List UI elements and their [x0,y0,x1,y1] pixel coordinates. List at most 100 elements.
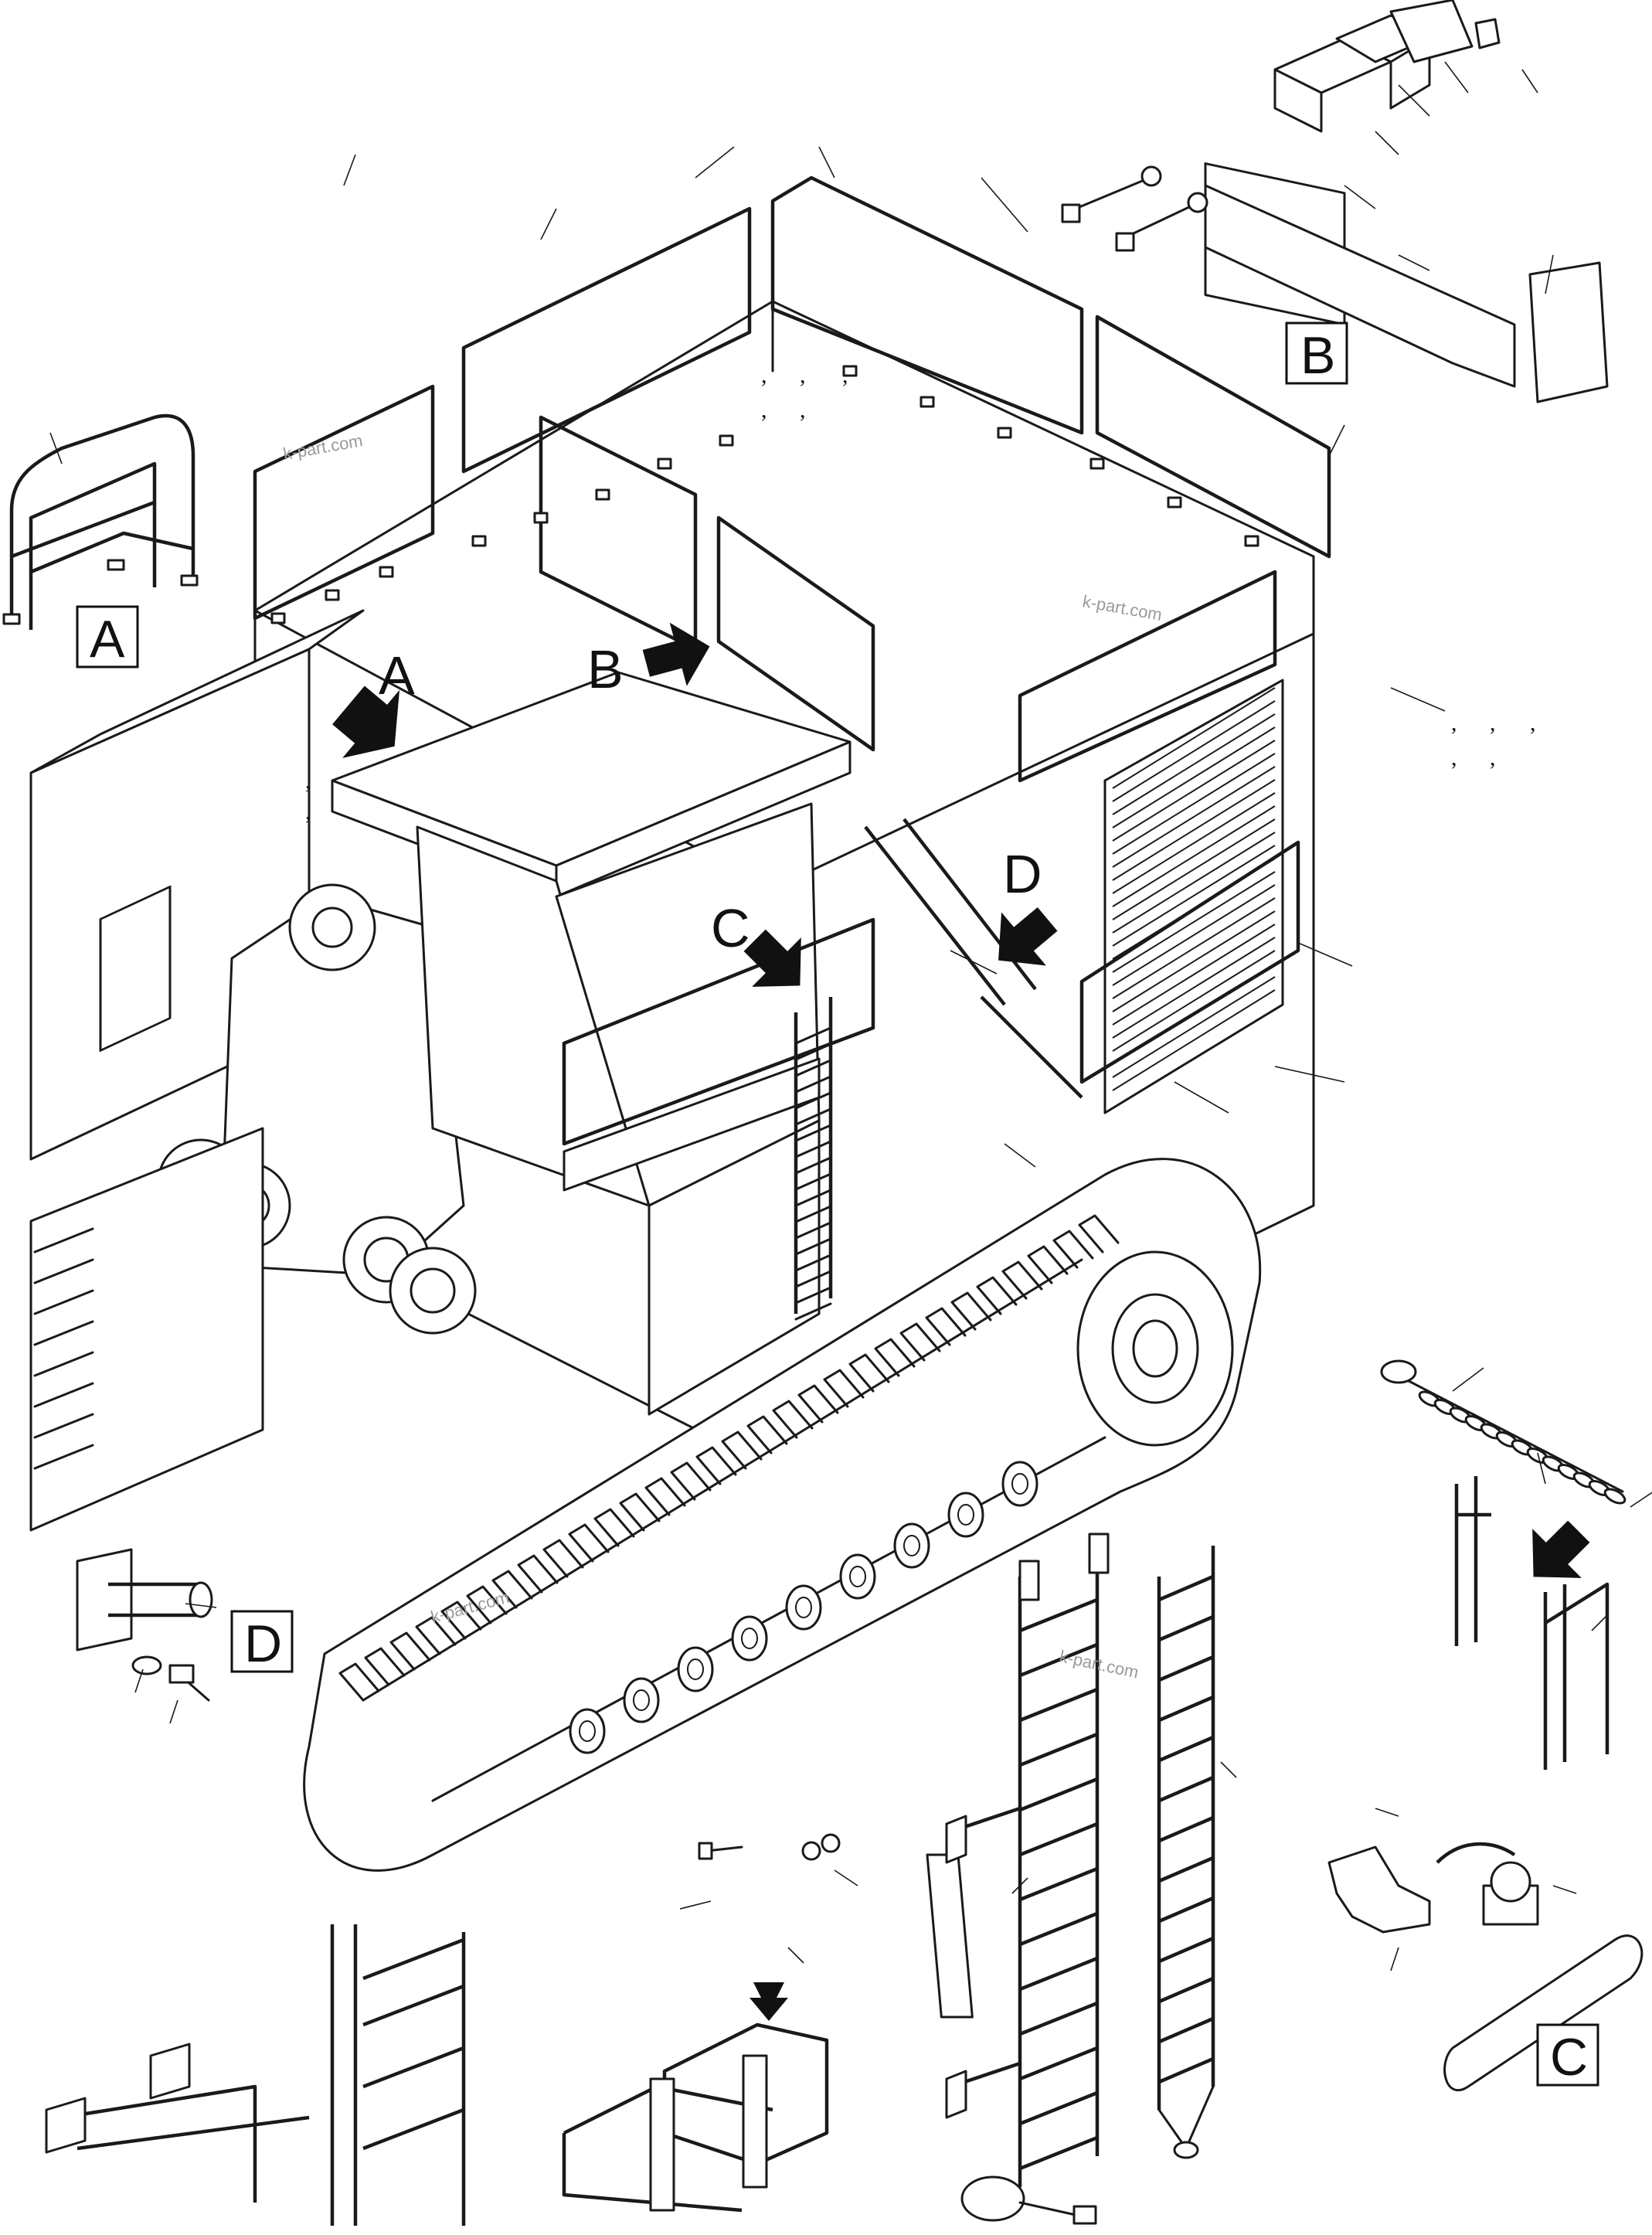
leader-line [1274,1066,1345,1083]
svg-text:,: , [1451,710,1457,736]
left-track-shoe [33,1413,94,1439]
arrow-latch-detail [750,1982,788,2021]
louver-slat [1112,805,1276,907]
chain-ladder-rung [1158,1976,1214,2004]
track-shoe [415,1616,457,1655]
louver-slat [1112,766,1276,868]
louver-slat [1112,910,1276,1012]
louver-slat [1112,818,1276,920]
view-c-chain-hook [1327,1359,1644,2092]
ladder-rung [794,1221,832,1240]
track-shoe [1052,1230,1094,1269]
louver-slat [1112,753,1276,855]
rail-post-foot [1244,535,1259,547]
ladder-rung [1019,1956,1098,1992]
ladder-rung [1019,1822,1098,1857]
leader-line [1220,1761,1237,1778]
track-roller-hub [579,1720,596,1742]
left-track-shoe [33,1351,94,1377]
ladder-rung [794,1172,832,1191]
louver-slat [1112,687,1276,789]
track-shoe [746,1415,788,1454]
svg-text:,: , [842,362,848,388]
leader-line [1375,131,1399,155]
leader-line [818,146,835,179]
callout-c: C [711,898,750,958]
svg-text:,: , [1530,710,1536,736]
track-roller-hub [1011,1473,1028,1495]
louver-slat [1112,937,1276,1039]
leader-line [1328,424,1345,457]
callout-a: A [379,645,415,706]
track-shoe [364,1647,406,1686]
ladder-rung [1019,1597,1098,1633]
leader-line [1004,1143,1036,1168]
track-shoe [466,1585,508,1624]
leader-line [1444,61,1469,94]
ladder-rung [794,1091,832,1110]
view-label-b: B [1285,321,1348,385]
vertical-ladder-detail [945,1533,1110,2225]
track-shoe [976,1276,1018,1315]
left-track-shoe [33,1382,94,1408]
track-shoe [389,1631,431,1671]
chain-ladder-rung [1158,1574,1214,1602]
svg-text:,: , [1490,745,1496,771]
ladder-rung [794,1270,832,1288]
svg-text:,: , [800,397,806,423]
leader-line [1344,185,1376,209]
rail-post-foot [533,512,549,524]
leader-line [1521,69,1538,94]
svg-text:,: , [1451,745,1457,771]
track-shoe [517,1554,559,1594]
svg-text:,: , [1490,710,1496,736]
track-shoe [644,1477,686,1516]
chain-ladder-rung [1158,1815,1214,1843]
ladder-rung [794,1124,832,1142]
view-label-a-text: A [90,610,125,668]
chain-ladder-detail [1157,1546,1215,2159]
track-shoe [619,1492,661,1532]
track-shoe [695,1446,737,1485]
ladder-rung [1019,2090,1098,2126]
track-roller [677,1646,714,1692]
view-d-pin [76,1548,213,1702]
ladder-rung [794,1189,832,1207]
leader-line [540,208,557,240]
leader-line [169,1699,178,1724]
track-shoe [721,1430,763,1470]
louver-slat [1112,713,1276,815]
callout-d: D [1003,844,1042,904]
track-shoe [593,1508,635,1547]
louver-slat [1112,989,1276,1091]
view-label-c-text: C [1550,2028,1588,2087]
view-a-handrail [2,413,199,630]
track-roller [893,1522,930,1569]
ladder-rung [1019,1866,1098,1902]
ladder-mount-detail [45,1924,466,2226]
left-track-shoe [33,1289,94,1315]
chain-ladder-rung [1158,2016,1214,2044]
leader-line [787,1947,804,1964]
operator-cab [331,671,851,1416]
track-shoe [848,1353,890,1393]
left-track-shoe [33,1444,94,1470]
view-label-d-text: D [244,1614,282,1673]
track-roller [785,1584,822,1631]
louver-slat [1112,726,1276,828]
ladder-rung [1019,1642,1098,1678]
ladder-rung [794,1254,832,1272]
ladder-rung [794,1205,832,1223]
ladder-rung [1019,2046,1098,2081]
louver-slat [1112,924,1276,1026]
view-label-b-text: B [1300,326,1335,385]
leader-line [1537,1452,1546,1485]
ladder-rung [1019,1777,1098,1812]
track-shoe [1001,1260,1043,1300]
ladder-rung [794,1043,832,1061]
arrow-a [332,685,400,758]
chain-ladder-rung [1158,1655,1214,1682]
view-label-d: D [230,1610,294,1673]
track-shoe [874,1338,916,1377]
